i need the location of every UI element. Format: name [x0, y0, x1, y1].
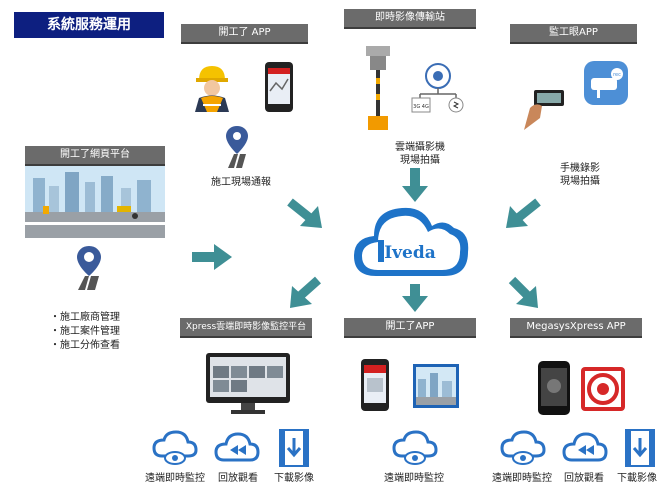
arrow-right-left [192, 244, 232, 270]
camera-tower-icon [360, 40, 396, 132]
download-film-icon-1 [278, 428, 310, 468]
arrow-down-right [508, 276, 538, 308]
br-label-download: 下載影像 [617, 473, 657, 484]
platform-feature-list: ・施工廠商管理 ・施工案件管理 ・施工分佈查看 [50, 311, 120, 353]
iveda-cloud: Iveda [348, 196, 474, 284]
arrow-diag-top-right [506, 198, 541, 228]
cloud-rewind-icon-1 [214, 430, 260, 466]
smartphone-megasys-icon [537, 360, 571, 416]
cloud-eye-icon-3 [500, 430, 546, 466]
cloud-eye-icon-2 [392, 430, 438, 466]
feature-item-2: ・施工案件管理 [50, 326, 120, 337]
site-photo-icon [412, 363, 460, 409]
arrow-down-left [290, 276, 321, 308]
bl-label-download: 下載影像 [274, 473, 314, 484]
hand-phone-icon [520, 84, 568, 132]
smartphone-icon [264, 61, 294, 113]
location-pin-icon [222, 124, 252, 170]
br-label-playback: 回放觀看 [564, 473, 604, 484]
tower-badge-text: 3G 4G [413, 104, 429, 110]
header-web-platform: 開工了網頁平台 [25, 146, 165, 166]
smartphone-bottom-icon [360, 358, 390, 412]
network-device-icon: 3G 4G [410, 58, 470, 118]
cloud-eye-icon-1 [152, 430, 198, 466]
cloud-rewind-icon-2 [562, 430, 608, 466]
header-xpress: Xpress雲端即時影像監控平台 [180, 318, 312, 338]
download-film-icon-2 [624, 428, 656, 468]
monitor-icon [205, 352, 291, 416]
arrow-down-station [402, 168, 428, 202]
feature-item-1: ・施工廠商管理 [50, 312, 120, 323]
page-title: 系統服務運用 [14, 12, 164, 38]
header-megasys: MegasysXpress APP [510, 318, 642, 338]
bl-label-live: 遠端即時監控 [145, 473, 205, 484]
cloud-brand-text: Iveda [384, 243, 436, 263]
construction-worker-icon [191, 60, 233, 112]
security-camera-icon: rec [583, 60, 629, 106]
arrow-diag-top-left [287, 198, 322, 228]
arrow-down-center [402, 284, 428, 312]
header-app-bottom: 開工了APP [344, 318, 476, 338]
red-camera-app-icon [580, 366, 626, 412]
header-app-top-left: 開工了 APP [181, 24, 308, 44]
cloud-camera-label-1: 雲端攝影機 [395, 142, 445, 153]
phone-record-label-2: 現場拍攝 [560, 176, 600, 187]
feature-item-3: ・施工分佈查看 [50, 340, 120, 351]
bm-label-live: 遠端即時監控 [384, 473, 444, 484]
cloud-camera-label-2: 現場拍攝 [400, 155, 440, 166]
location-pin-left-icon [72, 244, 106, 292]
header-monitor-app: 監工眼APP [510, 24, 637, 44]
br-label-live: 遠端即時監控 [492, 473, 552, 484]
header-station: 即時影像傳輸站 [344, 9, 476, 29]
phone-badge-text: rec [613, 72, 621, 78]
site-report-label: 施工現場通報 [211, 177, 271, 188]
phone-record-label-1: 手機錄影 [560, 163, 600, 174]
bl-label-playback: 回放觀看 [218, 473, 258, 484]
construction-site-illustration [25, 166, 165, 238]
